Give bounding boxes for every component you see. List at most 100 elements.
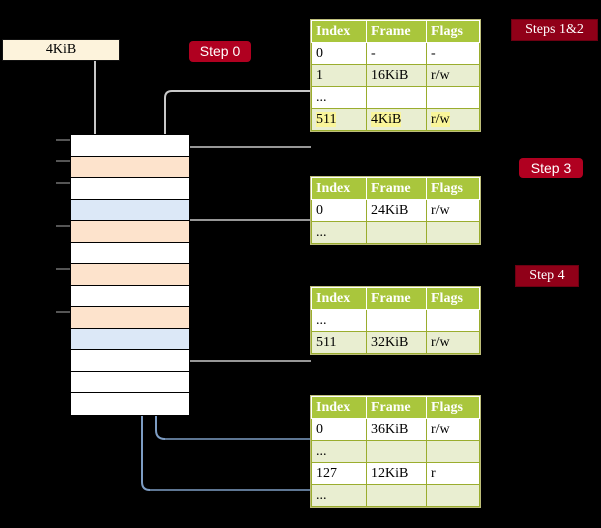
table-cell-flags	[426, 86, 480, 109]
table-cell-frame: 24KiB	[366, 199, 427, 222]
column-header-index: Index	[311, 396, 367, 419]
table-cell-frame	[366, 440, 427, 463]
table-row: ...	[311, 309, 480, 332]
virtual-page-box: 4KiB	[2, 39, 120, 61]
memory-frame-row	[71, 264, 189, 286]
wire-blue-36k	[148, 328, 311, 440]
memory-tick	[56, 139, 70, 141]
memory-frame-row	[71, 199, 189, 221]
table-cell-index: 1	[311, 64, 367, 87]
table-cell-flags: r	[426, 462, 480, 485]
table-cell-index: 0	[311, 199, 367, 222]
column-header-frame: Frame	[366, 177, 427, 200]
table-row: 0--	[311, 42, 480, 65]
column-header-frame: Frame	[366, 287, 427, 310]
table-cell-flags	[426, 440, 480, 463]
memory-tick	[56, 160, 70, 162]
memory-tick	[56, 268, 70, 270]
table-row: ...	[311, 86, 480, 109]
table-cell-flags: r/w	[426, 199, 480, 222]
memory-frame-row	[71, 178, 189, 200]
badge-step-0: Step 0	[189, 41, 251, 62]
column-header-frame: Frame	[366, 20, 427, 43]
table-cell-flags	[426, 309, 480, 332]
memory-frame-row	[71, 242, 189, 264]
wire-blue-12k	[134, 210, 311, 491]
table-cell-frame	[366, 86, 427, 109]
table-cell-flags: r/w	[426, 331, 480, 354]
table-cell-frame	[366, 484, 427, 507]
table-cell-index: 0	[311, 418, 367, 441]
memory-frame-row	[71, 156, 189, 178]
table-cell-index: 127	[311, 462, 367, 485]
table-cell-flags	[426, 484, 480, 507]
column-header-flags: Flags	[426, 20, 480, 43]
table-row: ...	[311, 440, 480, 463]
wire-steps12	[163, 90, 311, 151]
table-cell-frame	[366, 309, 427, 332]
table-cell-frame: 32KiB	[366, 331, 427, 354]
column-header-index: Index	[311, 20, 367, 43]
column-header-index: Index	[311, 177, 367, 200]
memory-tick	[56, 182, 70, 184]
table-cell-index: 511	[311, 108, 367, 131]
column-header-frame: Frame	[366, 396, 427, 419]
table-cell-frame: 4KiB	[366, 108, 427, 131]
table-cell-frame: 36KiB	[366, 418, 427, 441]
badge-steps-1-2: Steps 1&2	[511, 19, 598, 41]
table-cell-index: 0	[311, 42, 367, 65]
table-cell-flags: r/w	[426, 64, 480, 87]
table-cell-index: ...	[311, 86, 367, 109]
table-cell-index: ...	[311, 309, 367, 332]
table-cell-flags	[426, 221, 480, 244]
memory-frame-row	[71, 350, 189, 372]
memory-frame-row	[71, 371, 189, 393]
table-row: ...	[311, 484, 480, 507]
memory-frame-row	[71, 328, 189, 350]
memory-frame-row	[71, 221, 189, 243]
table-cell-index: ...	[311, 440, 367, 463]
memory-tick	[56, 311, 70, 313]
table-cell-index: ...	[311, 484, 367, 507]
memory-frame-row	[71, 393, 189, 415]
table-cell-flags: r/w	[426, 108, 480, 131]
table-row: ...	[311, 221, 480, 244]
table-cell-index: ...	[311, 221, 367, 244]
badge-step-3: Step 3	[519, 158, 583, 178]
column-header-flags: Flags	[426, 287, 480, 310]
memory-frame-row	[71, 285, 189, 307]
table-cell-flags: r/w	[426, 418, 480, 441]
table-cell-frame	[366, 221, 427, 244]
column-header-index: Index	[311, 287, 367, 310]
column-header-flags: Flags	[426, 396, 480, 419]
column-header-flags: Flags	[426, 177, 480, 200]
memory-tick	[56, 225, 70, 227]
wire-step3	[176, 219, 311, 263]
table-cell-frame: -	[366, 42, 427, 65]
memory-frame-row	[71, 135, 189, 157]
virtual-page-label: 4KiB	[45, 42, 77, 57]
badge-step-4: Step 4	[515, 265, 579, 287]
memory-frame-row	[71, 307, 189, 329]
table-cell-flags: -	[426, 42, 480, 65]
physical-memory-column	[70, 134, 190, 416]
table-cell-frame: 16KiB	[366, 64, 427, 87]
table-cell-frame: 12KiB	[366, 462, 427, 485]
table-cell-index: 511	[311, 331, 367, 354]
wire-steps12-b	[176, 146, 311, 247]
wire-step4	[170, 313, 311, 362]
